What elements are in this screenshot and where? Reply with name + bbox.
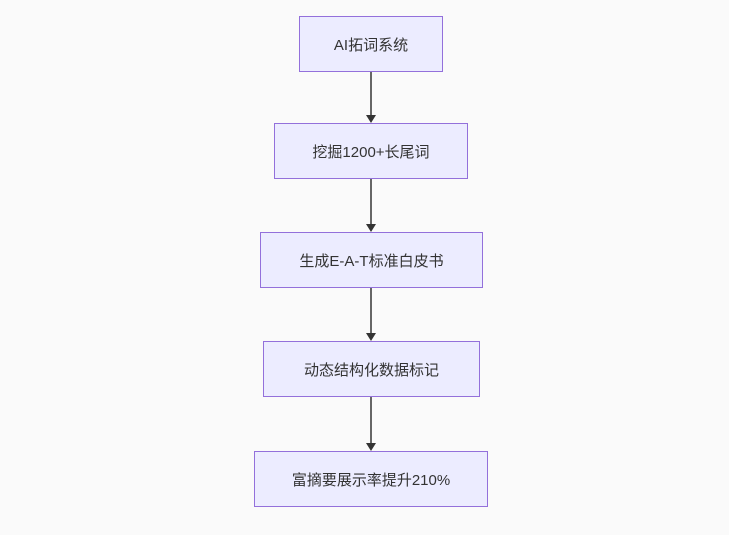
arrow-down-icon — [366, 115, 376, 123]
flow-edge — [366, 288, 376, 341]
flow-node-label: 富摘要展示率提升210% — [291, 471, 451, 489]
flow-node: 挖掘1200+长尾词 — [274, 123, 468, 179]
flow-node-label: AI拓词系统 — [333, 36, 409, 54]
flow-node-label: 动态结构化数据标记 — [303, 361, 439, 379]
edge-line — [370, 72, 372, 116]
flow-edge — [366, 397, 376, 451]
flow-node: 富摘要展示率提升210% — [254, 451, 488, 507]
edge-line — [370, 179, 372, 225]
edge-line — [370, 288, 372, 334]
arrow-down-icon — [366, 224, 376, 232]
flow-node-label: 挖掘1200+长尾词 — [312, 143, 430, 161]
flow-node-label: 生成E-A-T标准白皮书 — [299, 252, 444, 270]
arrow-down-icon — [366, 443, 376, 451]
flow-node: 动态结构化数据标记 — [263, 341, 480, 397]
flow-edge — [366, 179, 376, 232]
flow-edge — [366, 72, 376, 123]
flow-node: AI拓词系统 — [299, 16, 443, 72]
arrow-down-icon — [366, 333, 376, 341]
edge-line — [370, 397, 372, 444]
flow-node: 生成E-A-T标准白皮书 — [260, 232, 483, 288]
